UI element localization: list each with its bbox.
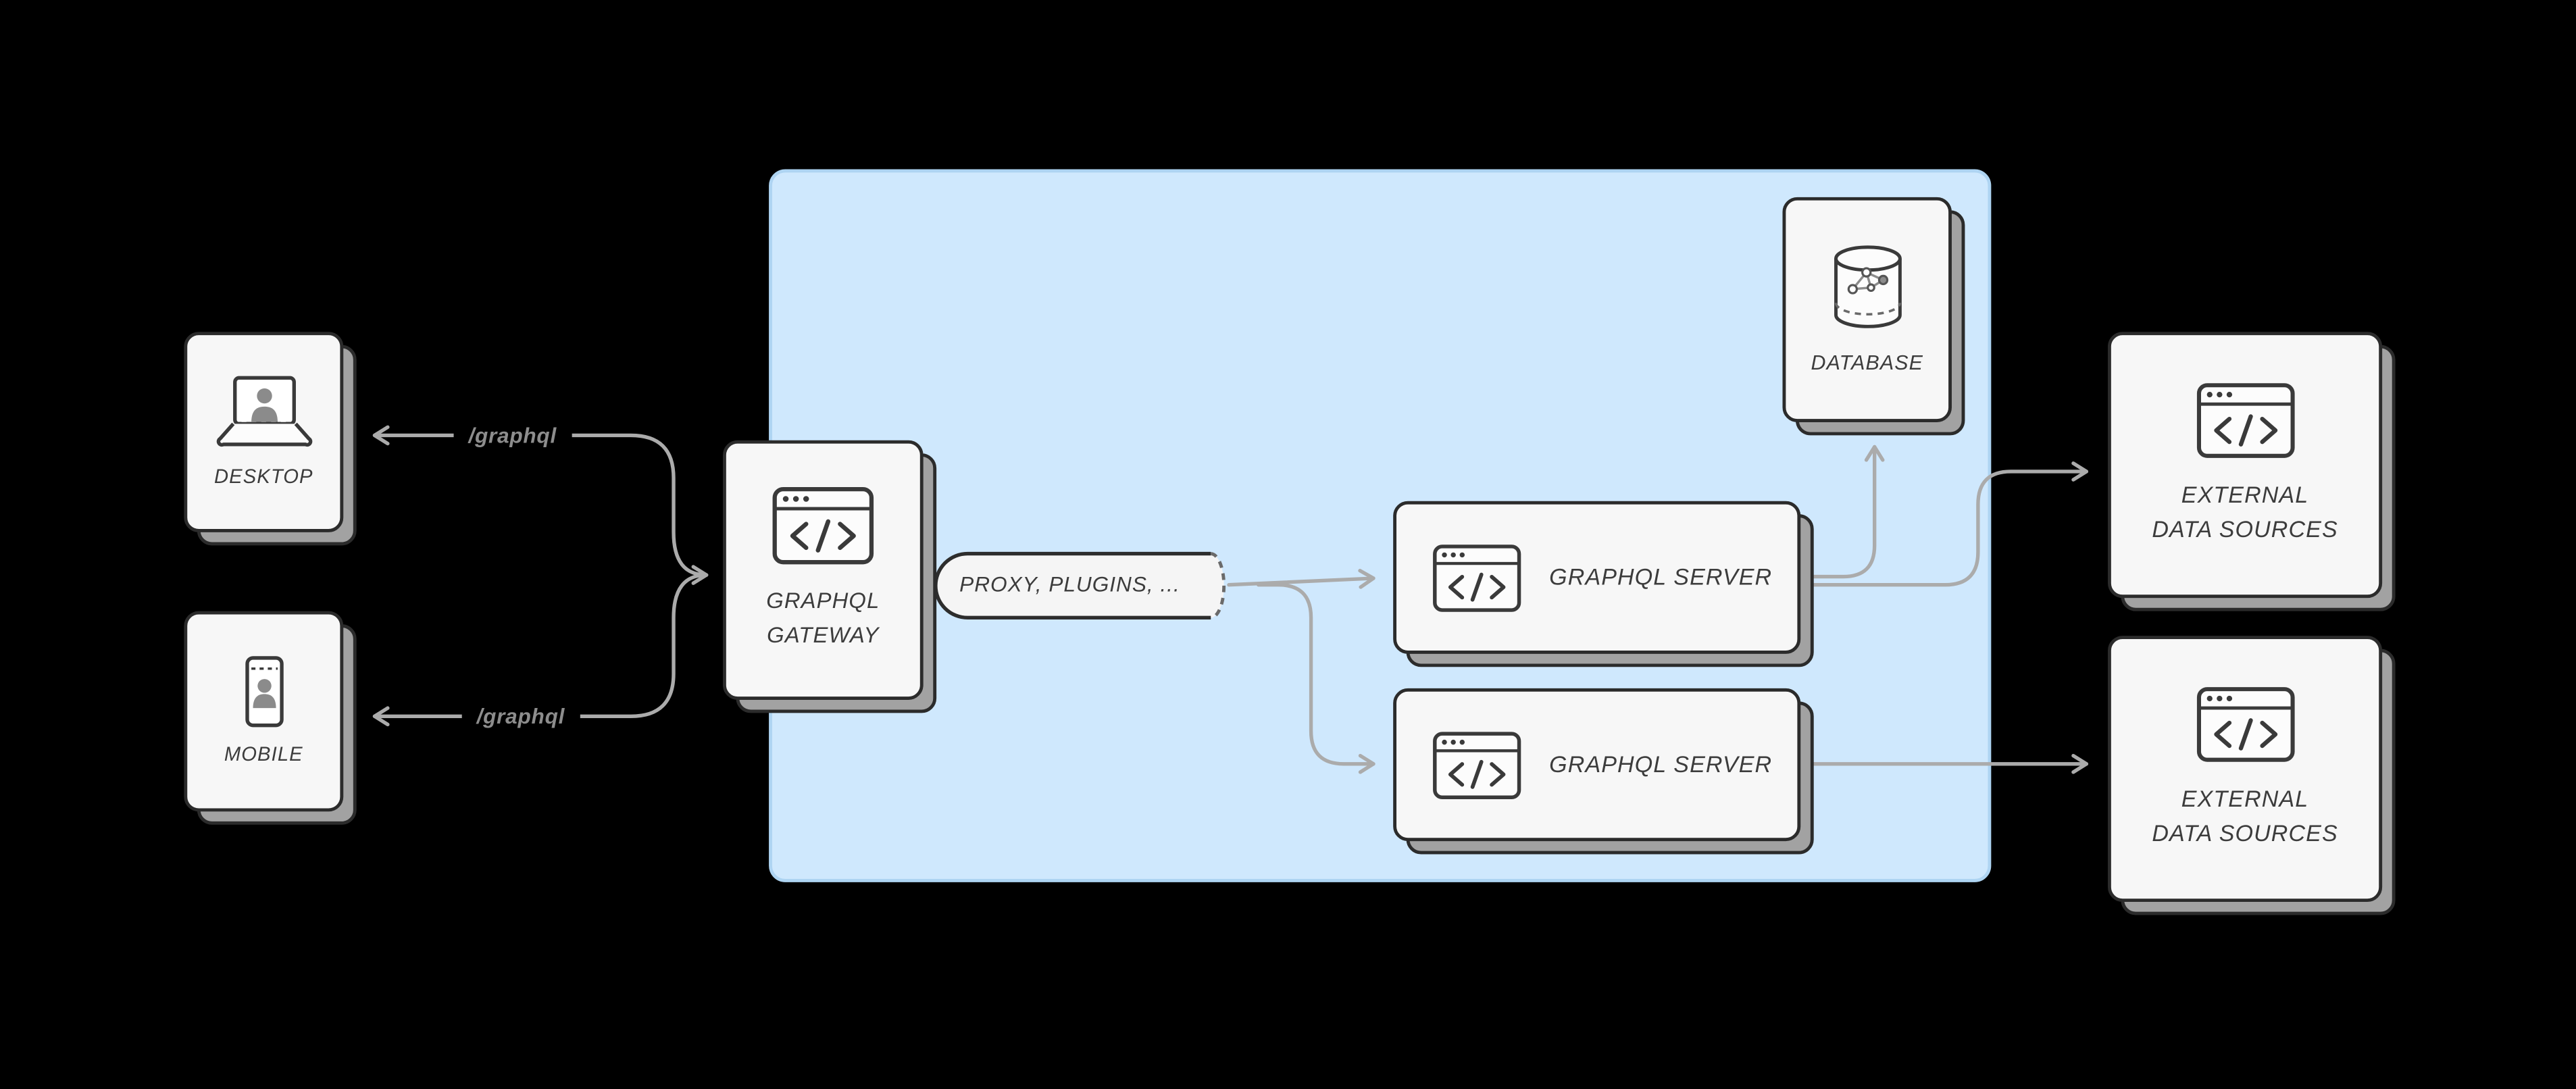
node-external-data-sources-1: EXTERNAL DATA SOURCES	[2107, 332, 2396, 611]
laptop-user-icon	[211, 374, 316, 449]
middleware-label: PROXY, PLUGINS, ...	[959, 572, 1180, 597]
node-label: GRAPHQL SERVER	[1549, 563, 1773, 590]
card-face: GRAPHQL SERVER	[1393, 501, 1801, 654]
node-desktop: DESKTOP	[184, 332, 357, 546]
browser-code-icon	[2196, 383, 2294, 459]
node-label-line2: DATA SOURCES	[2152, 515, 2338, 542]
route-label-mobile: /graphql	[461, 702, 580, 730]
card-face: GRAPHQL SERVER	[1393, 688, 1801, 842]
card-face: DESKTOP	[184, 332, 344, 532]
card-face: DATABASE	[1782, 197, 1952, 422]
node-graphql-server-1: GRAPHQL SERVER	[1393, 501, 1814, 667]
node-database: DATABASE	[1782, 197, 1965, 436]
browser-code-icon	[772, 486, 874, 565]
node-label: EXTERNAL DATA SOURCES	[2152, 782, 2338, 851]
card-face: MOBILE	[184, 611, 344, 812]
node-label: DATABASE	[1811, 351, 1923, 374]
node-label: GRAPHQL SERVER	[1549, 751, 1773, 778]
node-mobile: MOBILE	[184, 611, 357, 825]
browser-code-icon	[1433, 543, 1521, 612]
browser-code-icon	[2196, 686, 2294, 762]
node-label: MOBILE	[224, 741, 303, 765]
node-label: DESKTOP	[214, 463, 313, 488]
browser-code-icon	[1433, 730, 1521, 799]
phone-user-icon	[231, 655, 297, 727]
edge-gateway-desktop	[372, 425, 709, 585]
database-graph-icon	[1825, 241, 1910, 336]
node-external-data-sources-2: EXTERNAL DATA SOURCES	[2107, 636, 2396, 915]
node-label-line1: EXTERNAL	[2181, 785, 2309, 812]
edge-gateway-mobile	[372, 573, 709, 727]
card-face: EXTERNAL DATA SOURCES	[2107, 332, 2383, 599]
node-label-line1: EXTERNAL	[2181, 481, 2309, 508]
node-graphql-gateway: GRAPHQL GATEWAY	[722, 440, 937, 713]
card-face: EXTERNAL DATA SOURCES	[2107, 636, 2383, 903]
node-label: EXTERNAL DATA SOURCES	[2152, 478, 2338, 547]
route-label-desktop: /graphql	[453, 421, 572, 450]
node-graphql-server-2: GRAPHQL SERVER	[1393, 688, 1814, 855]
node-label-line1: GRAPHQL	[766, 588, 880, 613]
node-label: GRAPHQL GATEWAY	[766, 585, 880, 654]
node-label-line2: GATEWAY	[767, 622, 880, 648]
node-label-line2: DATA SOURCES	[2152, 819, 2338, 846]
card-face: GRAPHQL GATEWAY	[722, 440, 924, 700]
